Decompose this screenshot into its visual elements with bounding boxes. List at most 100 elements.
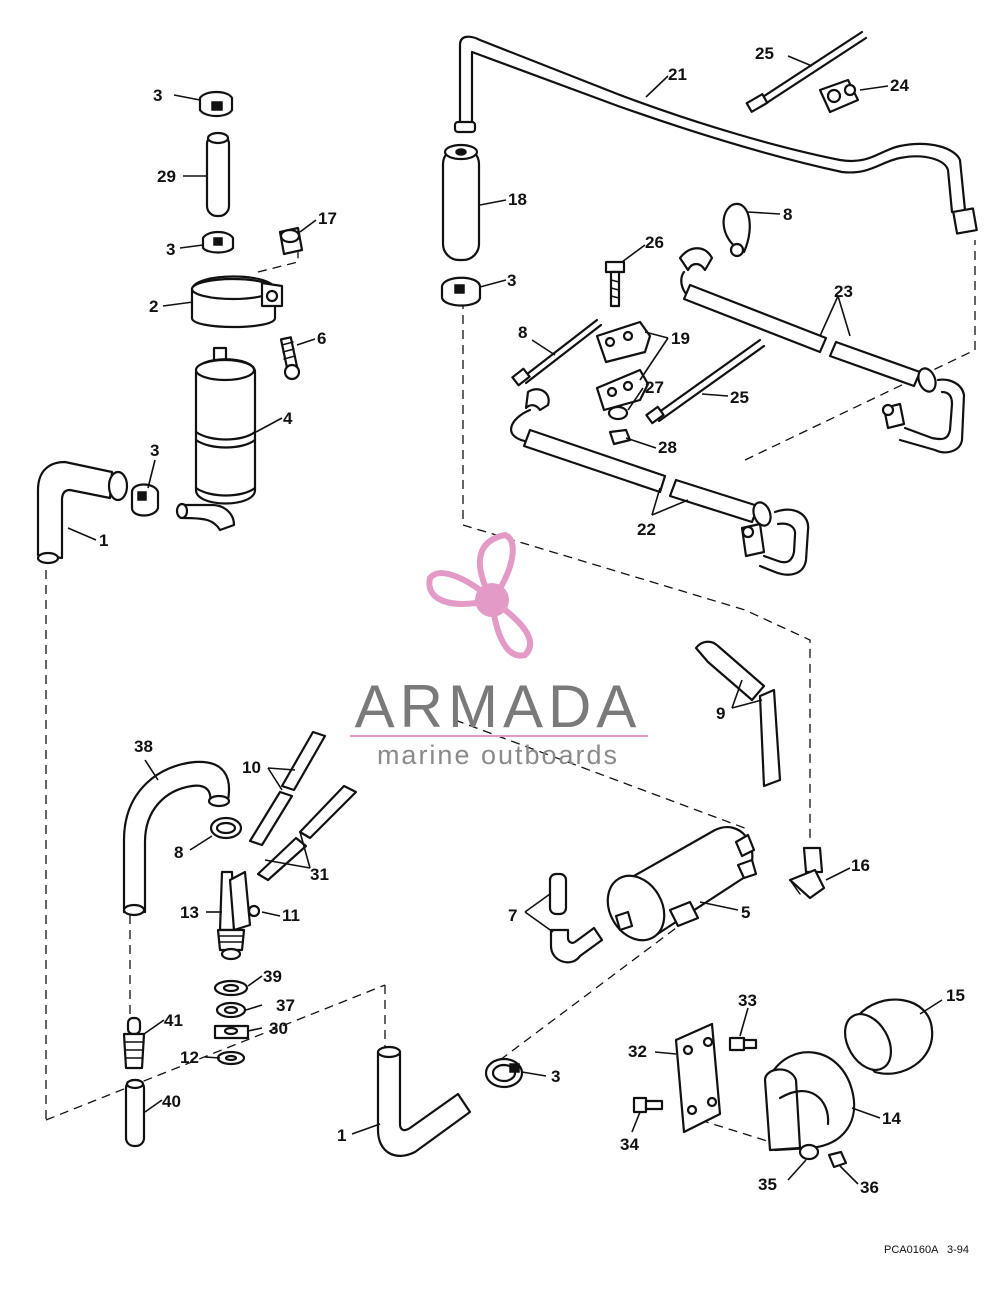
callout-17: 17 <box>318 209 337 228</box>
callout-14: 14 <box>882 1109 901 1128</box>
callout-35: 35 <box>758 1175 777 1194</box>
callout-1: 1 <box>99 531 108 550</box>
callout-7: 7 <box>508 906 517 925</box>
callout-15: 15 <box>946 986 965 1005</box>
part-plate-32 <box>674 1022 722 1134</box>
callout-8: 8 <box>783 205 792 224</box>
callout-9: 9 <box>716 704 725 723</box>
part-screw-34 <box>632 1096 664 1114</box>
callout-39: 39 <box>263 967 282 986</box>
part-clip-8c <box>209 816 243 840</box>
part-hoses-10 <box>248 730 327 847</box>
callout-32: 32 <box>628 1042 647 1061</box>
callout-19: 19 <box>671 329 690 348</box>
callout-6: 6 <box>317 329 326 348</box>
callout-25: 25 <box>755 44 774 63</box>
callout-16: 16 <box>851 856 870 875</box>
part-screw-6 <box>279 336 301 381</box>
part-screw-33 <box>728 1036 758 1052</box>
part-clamp-19 <box>595 320 652 412</box>
callout-31: 31 <box>310 865 329 884</box>
callout-5: 5 <box>741 903 750 922</box>
callout-24: 24 <box>890 76 909 95</box>
part-fitting-41 <box>122 1016 146 1070</box>
part-tie-25b <box>645 338 766 425</box>
part-clamp-3a <box>198 90 234 118</box>
footer-code: PCA0160A 3-94 <box>884 1244 969 1256</box>
part-hoses-7 <box>548 872 604 964</box>
propeller-logo <box>426 531 534 659</box>
callout-11: 11 <box>282 906 300 925</box>
part-hose-23 <box>678 247 966 454</box>
callout-26: 26 <box>645 233 664 252</box>
part-filter-4 <box>175 346 257 532</box>
part-hose-1b <box>376 1045 472 1157</box>
part-fitting-16 <box>788 846 826 900</box>
callout-18: 18 <box>508 190 527 209</box>
part-nut-28 <box>608 428 632 446</box>
part-cover-15 <box>843 998 934 1075</box>
callout-37: 37 <box>276 996 295 1015</box>
part-grommet-24 <box>818 78 860 114</box>
part-grommet-17 <box>278 226 304 256</box>
part-hose-38 <box>122 760 231 917</box>
callout-23: 23 <box>834 282 853 301</box>
part-bolt-26 <box>604 260 626 308</box>
callout-29: 29 <box>157 167 176 186</box>
part-ring-11 <box>247 904 261 918</box>
part-hoses-31 <box>256 784 358 882</box>
callout-30: 30 <box>269 1019 288 1038</box>
part-nut-35 <box>798 1143 820 1161</box>
part-hose-18 <box>441 143 481 262</box>
part-hoses-9 <box>694 640 782 788</box>
callout-3: 3 <box>153 86 162 105</box>
callout-33: 33 <box>738 991 757 1010</box>
part-clip-8a <box>722 202 751 258</box>
callout-3: 3 <box>150 441 159 460</box>
callout-8: 8 <box>174 843 183 862</box>
part-clamp-3c <box>130 483 160 517</box>
callout-3: 3 <box>507 271 516 290</box>
callout-8: 8 <box>518 323 527 342</box>
part-clamp-3d <box>440 276 482 307</box>
watermark-tagline: marine outboards <box>377 740 619 770</box>
callout-10: 10 <box>242 758 261 777</box>
part-washer-27 <box>607 405 629 421</box>
callout-1: 1 <box>337 1126 346 1145</box>
callout-27: 27 <box>645 378 664 397</box>
routing-lines <box>45 240 976 1146</box>
part-hose-40 <box>124 1078 146 1148</box>
watermark-brand: ARMADA <box>355 673 642 740</box>
callout-25: 25 <box>730 388 749 407</box>
callout-13: 13 <box>180 903 199 922</box>
callout-38: 38 <box>134 737 153 756</box>
callout-36: 36 <box>860 1178 879 1197</box>
part-tube-21 <box>453 35 978 235</box>
callout-4: 4 <box>283 409 293 428</box>
watermark: ARMADA marine outboards <box>350 531 648 770</box>
callout-21: 21 <box>668 65 687 84</box>
part-hose-22 <box>509 388 810 576</box>
callout-40: 40 <box>162 1092 181 1111</box>
part-tie-8b <box>511 318 603 387</box>
callout-3: 3 <box>166 240 175 259</box>
part-valve-13 <box>216 870 252 961</box>
callout-3: 3 <box>551 1067 560 1086</box>
callout-34: 34 <box>620 1135 639 1154</box>
part-washers <box>213 979 250 1066</box>
part-clamp-3e <box>484 1057 524 1089</box>
part-nut-36 <box>827 1150 848 1169</box>
part-hose-29 <box>205 131 231 218</box>
part-hose-1a <box>36 460 129 565</box>
part-clamp-3b <box>201 230 235 254</box>
leader-lines <box>67 55 943 1185</box>
callout-22: 22 <box>637 520 656 539</box>
callout-28: 28 <box>658 438 677 457</box>
part-canister-5 <box>606 826 758 942</box>
callout-12: 12 <box>180 1048 199 1067</box>
callout-41: 41 <box>164 1011 183 1030</box>
part-bracket-2 <box>190 275 284 329</box>
callout-2: 2 <box>149 297 158 316</box>
